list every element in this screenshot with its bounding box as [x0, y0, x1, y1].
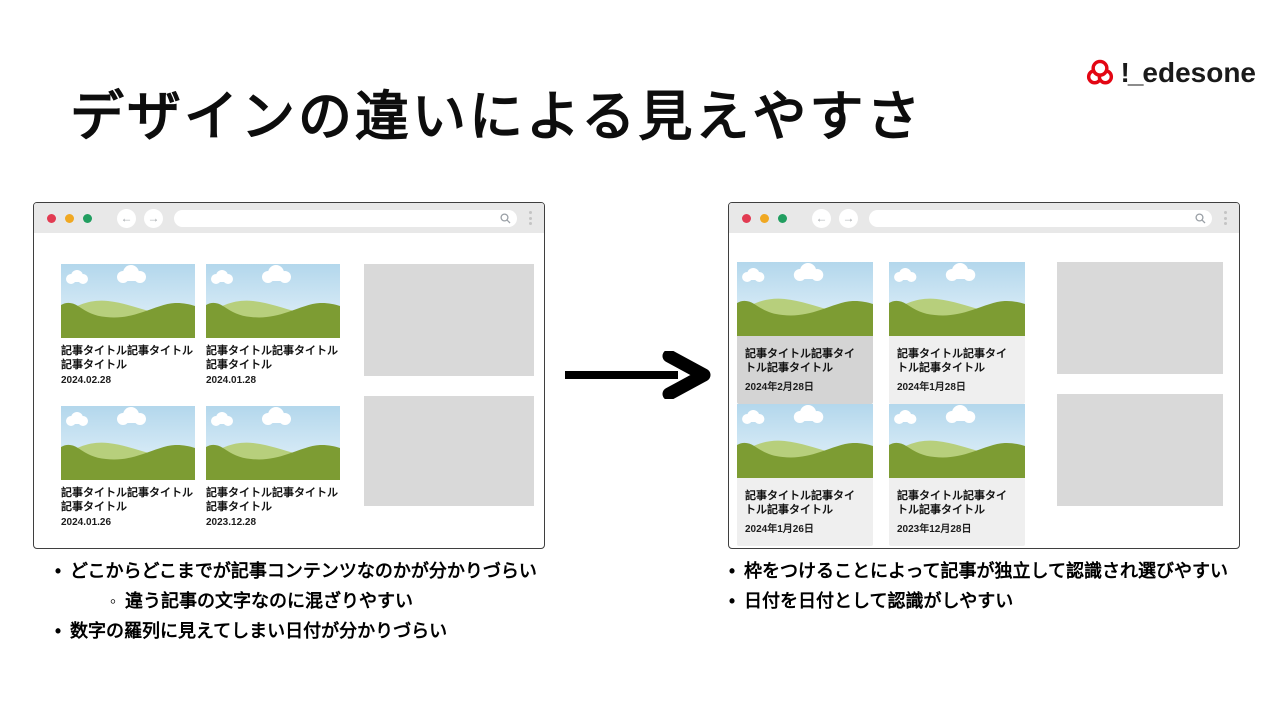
- ledesone-cloud-icon: [1087, 59, 1114, 85]
- forward-arrow-icon: →: [147, 211, 160, 225]
- logo-wordmark: !_edesone: [1120, 57, 1256, 89]
- note-text: 枠をつけることによって記事が独立して認識され選びやすい: [744, 561, 1229, 581]
- article-thumbnail-landscape: [206, 406, 340, 480]
- sidebar-placeholder-box: [1057, 262, 1223, 374]
- address-bar[interactable]: [174, 209, 517, 227]
- browser-toolbar: ← →: [34, 203, 544, 233]
- article-card[interactable]: 記事タイトル記事タイトル記事タイトル 2024.01.26: [61, 406, 195, 528]
- article-card[interactable]: 記事タイトル記事タイトル記事タイトル 2023.12.28: [206, 406, 340, 528]
- article-date: 2023.12.28: [206, 516, 257, 528]
- bullet-icon: •: [54, 621, 62, 642]
- note-text: 日付を日付として認識がしやすい: [744, 591, 1014, 612]
- article-card[interactable]: 記事タイトル記事タイトル記事タイトル 2024.02.28: [61, 264, 195, 386]
- maximize-window-button[interactable]: [778, 213, 787, 223]
- sidebar-placeholder-box: [1057, 394, 1223, 506]
- page-title: デザインの違いによる見えやすさ: [70, 87, 924, 147]
- logo-rest: edesone: [1142, 57, 1256, 88]
- article-thumbnail-landscape: [206, 264, 340, 338]
- forward-button[interactable]: →: [144, 208, 163, 228]
- note-item: • 数字の羅列に見えてしまい日付が分かりづらい: [46, 621, 606, 642]
- browser-window-after: ← → 記事タイトル記事タイトル記事タイトル 2024年2月28日 記事タイトル…: [728, 202, 1240, 549]
- article-date: 2024.01.28: [206, 374, 257, 386]
- article-title: 記事タイトル記事タイトル記事タイトル: [745, 348, 855, 374]
- article-thumbnail-landscape: [61, 264, 195, 338]
- browser-window-before: ← → 記事タイトル記事タイトル記事タイトル 2024.02.28 記事タイトル…: [33, 202, 545, 549]
- article-thumbnail-landscape: [889, 262, 1025, 336]
- article-card-framed[interactable]: 記事タイトル記事タイトル記事タイトル 2024年1月28日: [889, 262, 1025, 404]
- back-arrow-icon: ←: [815, 211, 828, 225]
- article-title: 記事タイトル記事タイトル記事タイトル: [206, 487, 338, 513]
- forward-arrow-icon: →: [842, 211, 855, 225]
- article-title: 記事タイトル記事タイトル記事タイトル: [897, 348, 1007, 374]
- search-icon: [1195, 212, 1206, 223]
- article-card-framed[interactable]: 記事タイトル記事タイトル記事タイトル 2024年2月28日: [737, 262, 873, 404]
- forward-button[interactable]: →: [839, 208, 858, 228]
- article-date: 2024.01.26: [61, 516, 112, 528]
- close-window-button[interactable]: [742, 213, 751, 223]
- article-date: 2023年12月28日: [897, 523, 972, 535]
- address-bar[interactable]: [869, 209, 1212, 227]
- search-icon: [500, 212, 511, 223]
- browser-menu-button[interactable]: [1222, 209, 1229, 227]
- transition-arrow-icon: [562, 349, 714, 404]
- article-title: 記事タイトル記事タイトル記事タイトル: [61, 345, 193, 371]
- back-button[interactable]: ←: [812, 208, 831, 228]
- logo-underscore: _: [1127, 57, 1144, 88]
- logo-mark: !: [1120, 57, 1130, 88]
- article-card[interactable]: 記事タイトル記事タイトル記事タイトル 2024.01.28: [206, 264, 340, 386]
- article-date: 2024年2月28日: [745, 381, 814, 393]
- maximize-window-button[interactable]: [83, 213, 92, 223]
- bullet-icon: •: [728, 591, 736, 612]
- note-item: • どこからどこまでが記事コンテンツなのかが分かりづらい: [46, 561, 606, 582]
- article-title: 記事タイトル記事タイトル記事タイトル: [745, 490, 855, 516]
- article-title: 記事タイトル記事タイトル記事タイトル: [897, 490, 1007, 516]
- browser-menu-button[interactable]: [527, 209, 534, 227]
- minimize-window-button[interactable]: [760, 213, 769, 223]
- sidebar-placeholder-box: [364, 264, 534, 376]
- article-thumbnail-landscape: [737, 262, 873, 336]
- note-item: • 日付を日付として認識がしやすい: [720, 591, 1280, 612]
- note-text: 違う記事の文字なのに混ざりやすい: [125, 591, 413, 612]
- article-title: 記事タイトル記事タイトル記事タイトル: [206, 345, 338, 371]
- article-card-framed[interactable]: 記事タイトル記事タイトル記事タイトル 2023年12月28日: [889, 404, 1025, 546]
- back-arrow-icon: ←: [120, 211, 133, 225]
- ledesone-logo: !_edesone: [1085, 57, 1256, 89]
- note-text: 数字の羅列に見えてしまい日付が分かりづらい: [70, 621, 448, 642]
- minimize-window-button[interactable]: [65, 213, 74, 223]
- bullet-icon: •: [54, 561, 62, 581]
- note-item: • 枠をつけることによって記事が独立して認識され選びやすい: [720, 561, 1280, 582]
- before-notes-list: • どこからどこまでが記事コンテンツなのかが分かりづらい ◦ 違う記事の文字なの…: [46, 561, 606, 652]
- note-subitem: ◦ 違う記事の文字なのに混ざりやすい: [101, 591, 606, 612]
- article-title: 記事タイトル記事タイトル記事タイトル: [61, 487, 193, 513]
- browser-content-after: 記事タイトル記事タイトル記事タイトル 2024年2月28日 記事タイトル記事タイ…: [729, 233, 1239, 547]
- browser-toolbar: ← →: [729, 203, 1239, 233]
- article-thumbnail-landscape: [737, 404, 873, 478]
- article-thumbnail-landscape: [61, 406, 195, 480]
- note-text: どこからどこまでが記事コンテンツなのかが分かりづらい: [70, 561, 537, 581]
- bullet-icon: •: [728, 561, 736, 581]
- close-window-button[interactable]: [47, 213, 56, 223]
- article-thumbnail-landscape: [889, 404, 1025, 478]
- back-button[interactable]: ←: [117, 208, 136, 228]
- sidebar-placeholder-box: [364, 396, 534, 506]
- article-date: 2024年1月26日: [745, 523, 814, 535]
- article-card-framed[interactable]: 記事タイトル記事タイトル記事タイトル 2024年1月26日: [737, 404, 873, 546]
- browser-content-before: 記事タイトル記事タイトル記事タイトル 2024.02.28 記事タイトル記事タイ…: [34, 233, 544, 547]
- after-notes-list: • 枠をつけることによって記事が独立して認識され選びやすい • 日付を日付として…: [720, 561, 1280, 621]
- article-date: 2024.02.28: [61, 374, 112, 386]
- article-date: 2024年1月28日: [897, 381, 966, 393]
- circle-bullet-icon: ◦: [109, 591, 117, 612]
